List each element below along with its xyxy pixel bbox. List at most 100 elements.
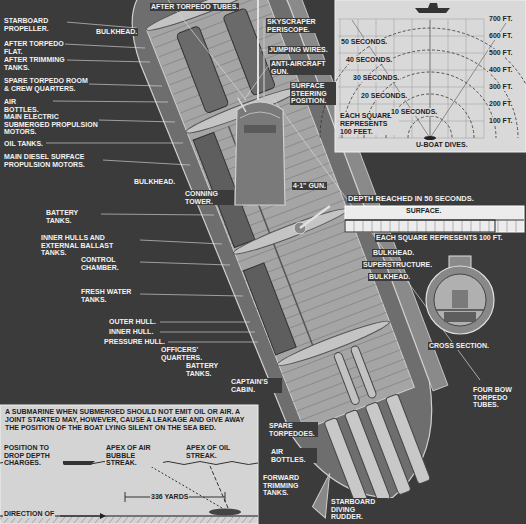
tower-rail (240, 112, 280, 118)
leader-line (52, 101, 168, 102)
callout-label: INNER HULL. (108, 328, 154, 336)
time-arc (320, 28, 526, 138)
hatch-stroke (200, 517, 205, 523)
hatch-stroke (39, 517, 44, 523)
grid-line (471, 220, 472, 232)
callout-label: 4·1" GUN. (292, 182, 327, 190)
grid-line (462, 220, 463, 232)
surface-label: SURFACE. (405, 207, 442, 215)
grid-line (354, 220, 355, 232)
air-bubble-streak (150, 466, 222, 508)
callout-label: CONNING TOWER. (184, 190, 234, 205)
leader-line (140, 262, 230, 265)
leader-line (140, 294, 243, 296)
deck-gun-barrel (300, 206, 330, 228)
callout-label: STARBOARD PROPELLER. (3, 17, 67, 32)
callout-label: PRESSURE HULL. (103, 338, 166, 346)
grid-line (338, 19, 484, 20)
leader-lines (46, 22, 268, 342)
depth-reached-bar (345, 220, 495, 232)
cross-section-pressure-hull (434, 274, 486, 326)
grid-line (417, 220, 418, 232)
depth-bar (345, 206, 524, 232)
callout-label: FRESH WATER TANKS. (80, 288, 140, 303)
callout-label: AFTER TRIMMING TANKS. (3, 56, 67, 71)
hatch-stroke (25, 517, 30, 523)
callout-label: FOUR BOW TORPEDO TUBES. (472, 386, 524, 409)
hatch-stroke (81, 517, 86, 523)
electric-motor (176, 26, 229, 114)
callout-label: DIRECTION OF (3, 510, 55, 518)
u-boat-marker (424, 136, 436, 140)
grid-line (338, 36, 484, 37)
callout-label: BULKHEAD. (368, 273, 411, 281)
hatch-stroke (4, 517, 9, 523)
leader-line (88, 84, 162, 86)
grid-line (507, 220, 508, 232)
leader-line (64, 44, 145, 48)
time-label: 20 SECONDS. (360, 92, 408, 100)
time-label: 40 SECONDS. (345, 56, 393, 64)
callout-label: SKYSCRAPER PERISCOPE. (266, 18, 334, 33)
surface-ship (415, 3, 450, 13)
grid-line (435, 220, 436, 232)
hatch-stroke (193, 517, 198, 523)
cross-section-cabin (452, 290, 468, 308)
hatch-stroke (0, 517, 2, 523)
callout-label: CAPTAIN'S CABIN. (230, 378, 282, 393)
time-label: 10 SECONDS. (390, 108, 438, 116)
depth-label: 300 FT. (488, 83, 513, 91)
cross-section (426, 256, 494, 334)
callout-label: MAIN ELECTRIC SUBMERGED PROPULSION MOTOR… (3, 113, 99, 136)
scale-note: EACH SQUARE REPRESENTS 100 FT. (375, 234, 503, 242)
hatch-stroke (11, 517, 16, 523)
dimension-tick (125, 492, 126, 502)
grid-line (448, 19, 449, 138)
callout-label: SPARE TORPEDO ROOM & CREW QUARTERS. (3, 77, 89, 92)
torpedo-tube (324, 417, 368, 506)
direction-arrowhead (100, 513, 106, 519)
grid-line (466, 19, 467, 138)
hatch-stroke (179, 517, 184, 523)
anti-aircraft-gun (238, 98, 246, 112)
bulkhead (144, 0, 264, 35)
callout-label: MAIN DIESEL SURFACE PROPULSION MOTORS. (3, 153, 103, 168)
hatch-stroke (137, 517, 142, 523)
grid-line (484, 19, 485, 138)
destroyer (60, 461, 95, 465)
conning-tower (235, 102, 285, 205)
battery-tank (243, 263, 296, 355)
hatch-stroke (207, 517, 212, 523)
inset-ground (335, 0, 526, 152)
grid-line (390, 220, 391, 232)
hatch-stroke (242, 517, 247, 523)
callout-label: AFTER TORPEDO TUBES. (150, 3, 239, 11)
time-label: 30 SECONDS. (352, 74, 400, 82)
hatch-stroke (67, 517, 72, 523)
inset-time-arcs (320, 28, 526, 138)
hatch-stroke (214, 517, 219, 523)
callout-label: APEX OF OIL STREAK. (185, 444, 243, 459)
cross-section-outer-hull (426, 266, 494, 334)
jumping-wire (168, 0, 246, 100)
callout-label: OIL TANKS. (3, 140, 44, 148)
callout-label: CROSS SECTION. (428, 342, 490, 350)
callout-label: SPARE TORPEDOES. (268, 422, 318, 437)
hatch-stroke (53, 517, 58, 523)
callout-label: BULKHEAD. (95, 28, 138, 36)
leader-line (168, 342, 258, 343)
grid-line (381, 220, 382, 232)
hatch-stroke (221, 517, 226, 523)
depth-bar-grid (354, 220, 516, 232)
inset-grid (338, 19, 484, 138)
grid-line (338, 138, 484, 139)
callout-label: JUMPING WIRES. (268, 46, 329, 54)
grid-line (498, 220, 499, 232)
depth-bar-panel: DEPTH REACHED IN 50 SECONDS.SURFACE.EACH… (345, 195, 526, 245)
grid-line (408, 220, 409, 232)
callout-label: AIR BOTTLES. (270, 448, 317, 463)
bulkhead (275, 316, 391, 370)
hatch-stroke (158, 517, 163, 523)
time-label: 50 SECONDS. (340, 38, 388, 46)
